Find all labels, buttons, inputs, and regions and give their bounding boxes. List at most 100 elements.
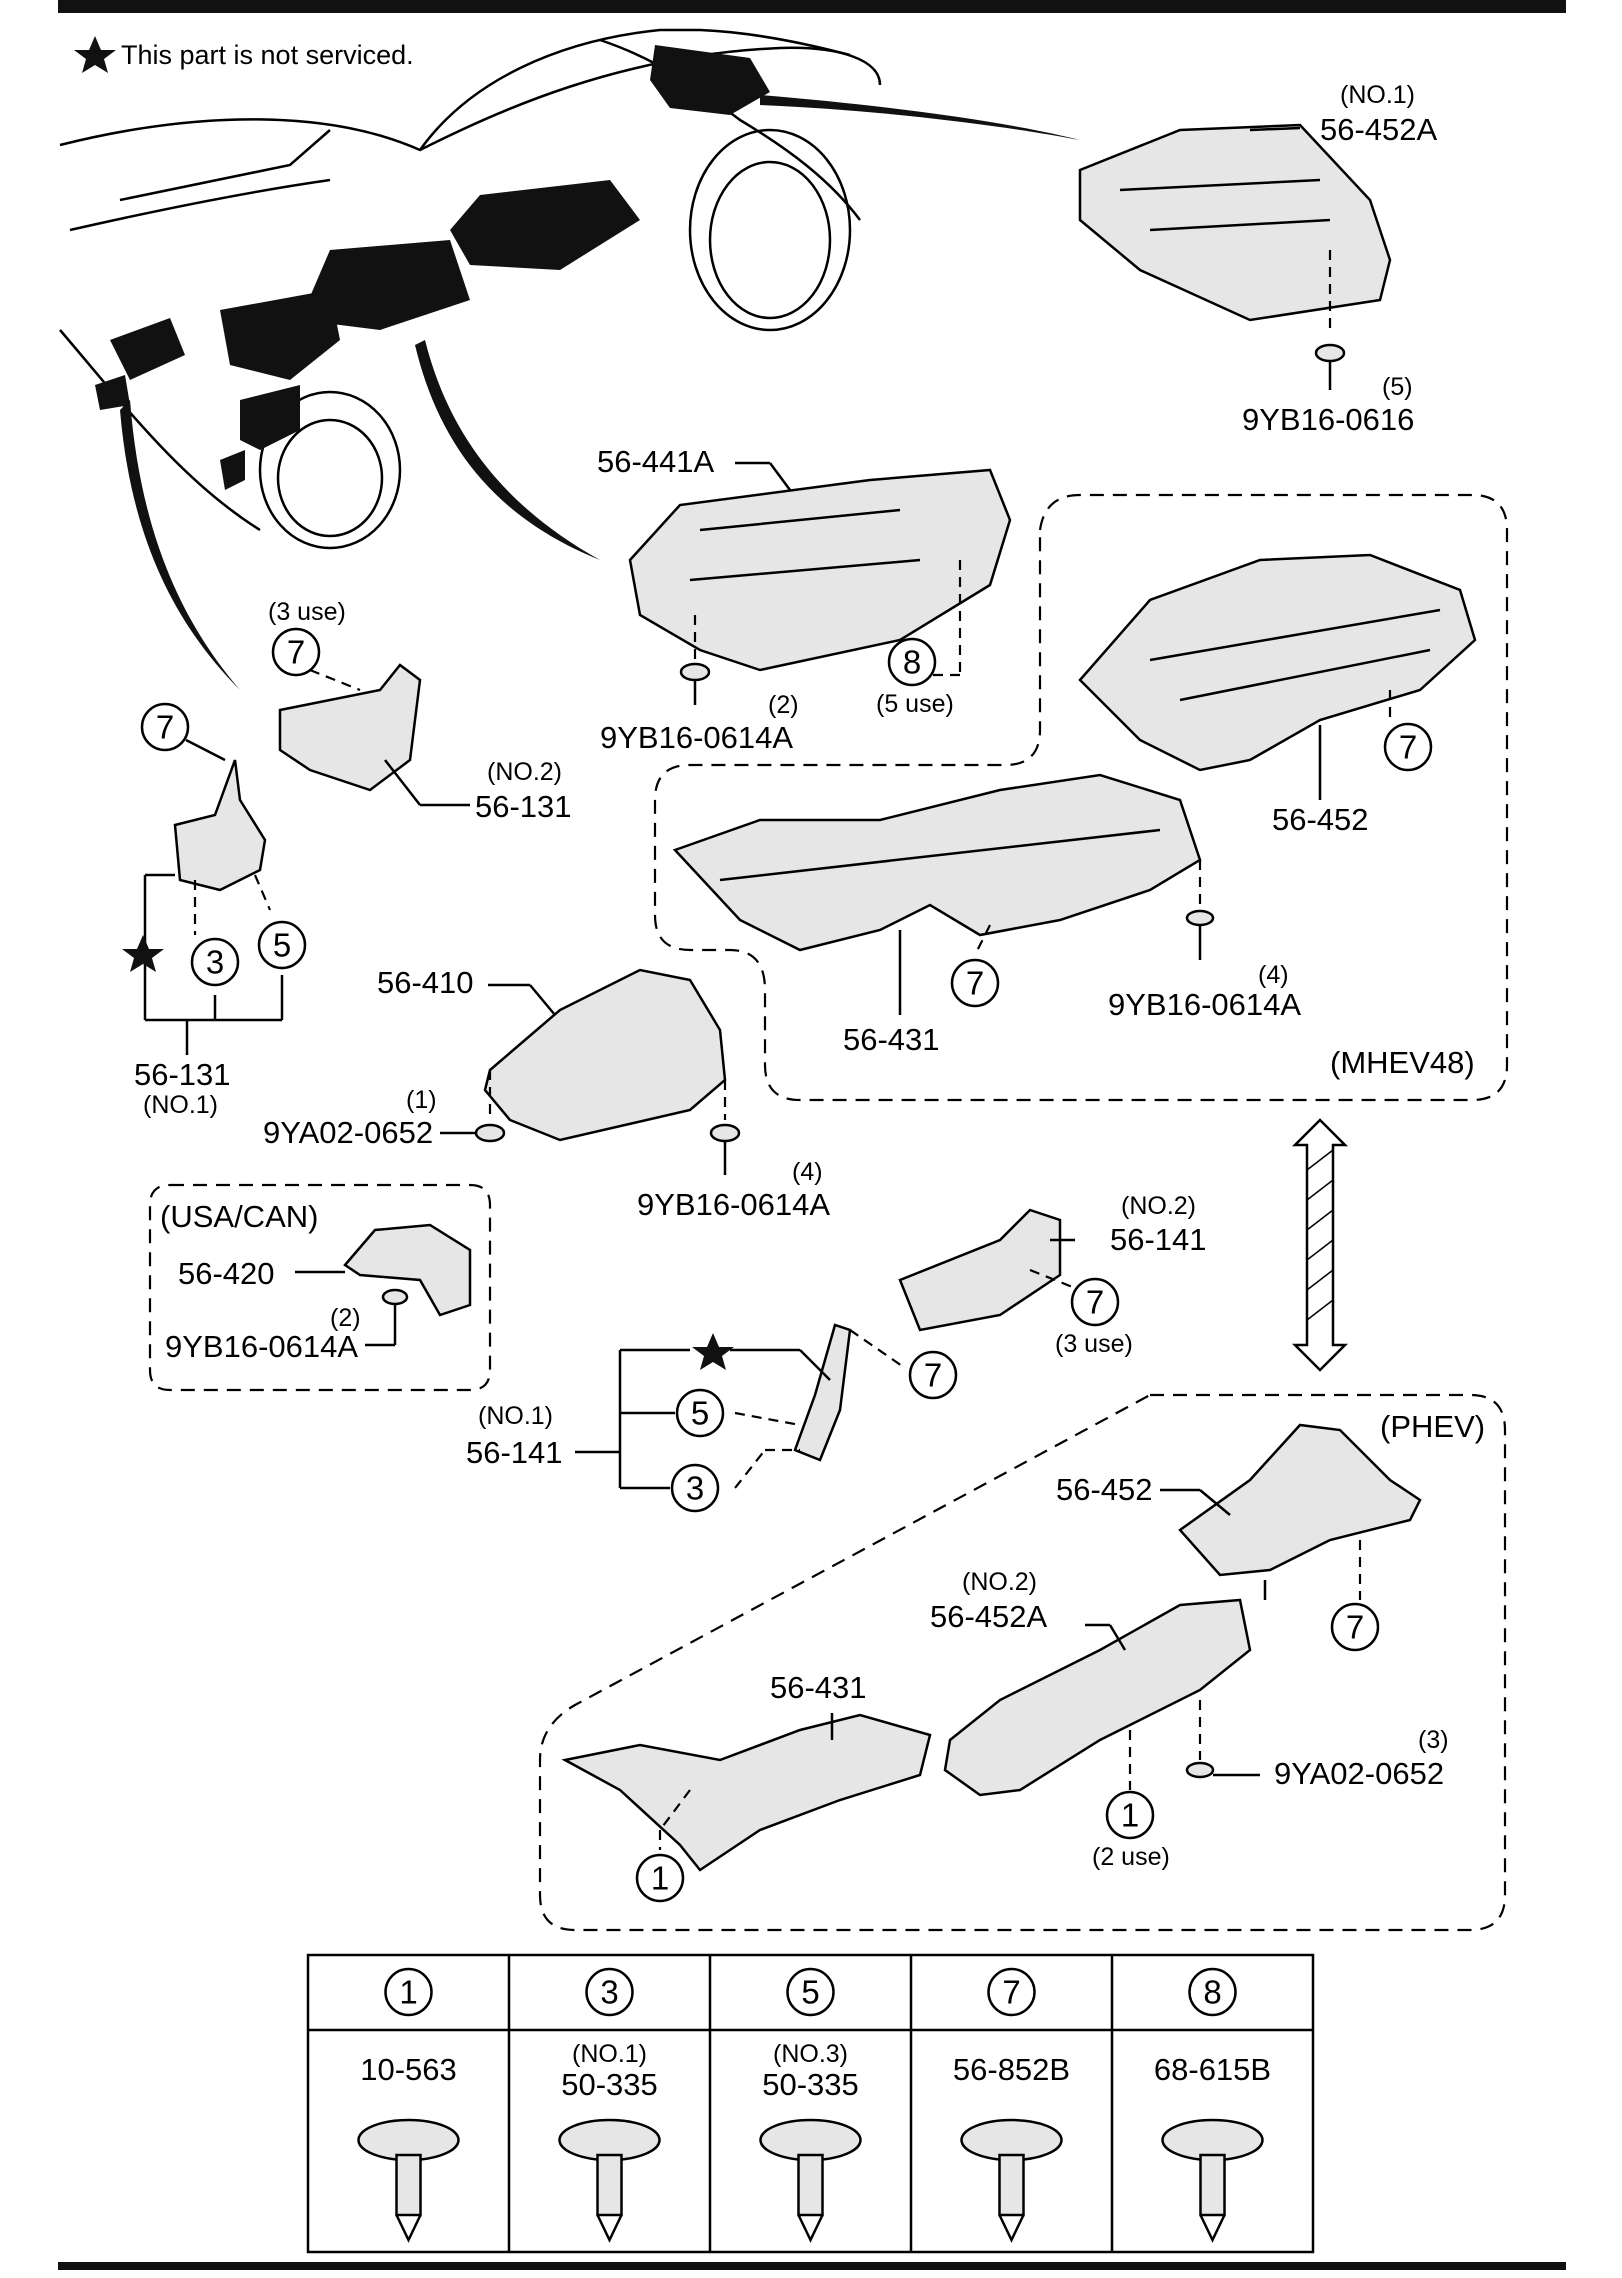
svg-text:5: 5 [691, 1395, 709, 1432]
callout-5: 5 [257, 920, 307, 970]
part-number: 56-410 [377, 965, 474, 1000]
qty-label: (4) [792, 1158, 823, 1186]
part-number: 9YB16-0614A [600, 720, 793, 755]
callout-3: 3 [670, 1463, 720, 1513]
bottom-rule [58, 2262, 1566, 2270]
part-number: 9YB16-0614A [1108, 987, 1301, 1022]
svg-text:7: 7 [156, 709, 174, 746]
part-56-452A-no1[interactable]: (NO.1) 56-452A (5) 9YB16-0616 [1078, 81, 1438, 437]
callout-number: 3 [600, 1974, 618, 2011]
svg-text:1: 1 [651, 1860, 669, 1897]
callout-8 [1188, 1967, 1237, 2017]
qty-label: (2) [330, 1304, 361, 1332]
callout-1: 1 [1105, 1790, 1155, 1840]
part-number: 56-431 [770, 1670, 867, 1705]
part-number: 56-441A [597, 444, 715, 479]
callout-5 [786, 1967, 835, 2017]
top-rule [58, 0, 1566, 13]
callout-7: 7 [1330, 1602, 1380, 1652]
fastener-part-number: 10-563 [360, 2052, 457, 2087]
qty-label: (3 use) [1055, 1330, 1133, 1358]
svg-text:3: 3 [686, 1470, 704, 1507]
part-number: 9YB16-0614A [637, 1187, 830, 1222]
svg-text:7: 7 [1086, 1284, 1104, 1321]
part-number: 56-431 [843, 1022, 940, 1057]
qty-label: (3) [1418, 1726, 1449, 1754]
part-number: 56-452 [1272, 802, 1369, 837]
part-number: 56-131 [134, 1057, 231, 1092]
no2-label: (NO.2) [1121, 1192, 1196, 1220]
part-number: 56-452 [1056, 1472, 1153, 1507]
part-number: 56-452A [1320, 112, 1438, 147]
callout-number: 5 [801, 1974, 819, 2011]
star-icon [74, 36, 116, 73]
fastener-icon [960, 2118, 1063, 2243]
part-56-141-no2[interactable]: (NO.2) 56-141 7 (3 use) [898, 1192, 1207, 1358]
fastener-icon [759, 2118, 862, 2243]
part-56-452-mhev[interactable]: 7 56-452 [1078, 553, 1477, 837]
callout-7: 7 [140, 702, 190, 752]
fastener-variant: (NO.1) [572, 2040, 647, 2068]
part-number: 9YA02-0652 [263, 1115, 433, 1150]
part-number: 56-131 [475, 789, 572, 824]
note-text: This part is not serviced. [121, 40, 414, 70]
region-label: (USA/CAN) [160, 1199, 318, 1234]
zone-phev: (PHEV) [538, 1393, 1507, 1932]
svg-text:3: 3 [206, 944, 224, 981]
svg-text:7: 7 [924, 1357, 942, 1394]
fastener-column-3: 3 (NO.1)50-335 [558, 1967, 661, 2243]
part-number: 56-420 [178, 1256, 275, 1291]
no2-label: (NO.2) [962, 1568, 1037, 1596]
region-label: (PHEV) [1380, 1409, 1485, 1444]
svg-text:5: 5 [273, 927, 291, 964]
not-serviced-note: This part is not serviced. [74, 36, 414, 73]
callout-7: 7 [1383, 722, 1433, 772]
fastener-icon [558, 2118, 661, 2243]
svg-text:7: 7 [287, 634, 305, 671]
fastener-icon [357, 2118, 460, 2243]
part-56-452A-phev[interactable]: 1 (2 use) (NO.2) 56-452A (3) 9YA02-0652 [930, 1568, 1449, 1871]
part-number: 56-452A [930, 1599, 1048, 1634]
fastener-part-number: 50-335 [561, 2067, 658, 2102]
zone-mhev48: (MHEV48) [653, 493, 1509, 1102]
svg-text:1: 1 [1121, 1797, 1139, 1834]
alternate-arrow [1291, 1118, 1349, 1372]
part-56-441A[interactable]: 56-441A (2) 9YB16-0614A (5 use) 8 [597, 444, 1012, 755]
qty-label: (1) [406, 1086, 437, 1114]
fastener-variant: (NO.3) [773, 2040, 848, 2068]
fastener-icon [1161, 2118, 1264, 2243]
part-56-410[interactable]: 56-410 (1) 9YA02-0652 (4) 9YB16-0614A [263, 965, 830, 1222]
callout-number: 8 [1203, 1974, 1221, 2011]
region-label: (MHEV48) [1330, 1045, 1475, 1080]
callout-number: 1 [399, 1974, 417, 2011]
callout-8: 8 [887, 637, 937, 687]
qty-label: (5 use) [876, 690, 954, 718]
fastener-column-1: 1 10-563 [357, 1967, 460, 2243]
star-icon [122, 935, 164, 972]
callout-5: 5 [675, 1388, 725, 1438]
qty-label: (2 use) [1092, 1843, 1170, 1871]
part-56-131-no2[interactable]: (3 use) 7 (NO.2) 56-131 [268, 598, 572, 824]
qty-label: (3 use) [268, 598, 346, 626]
part-56-141-no1[interactable]: 7 5 3 (NO.1) 56-141 [466, 1323, 958, 1513]
fastener-part-number: 68-615B [1154, 2052, 1271, 2087]
callout-7: 7 [1070, 1277, 1120, 1327]
svg-text:7: 7 [966, 965, 984, 1002]
part-56-452-phev[interactable]: 7 56-452 [1056, 1423, 1422, 1652]
no1-label: (NO.1) [478, 1402, 553, 1430]
callout-3: 3 [190, 937, 240, 987]
part-56-431-phev[interactable]: 1 56-431 [561, 1670, 932, 1903]
part-56-131-no1[interactable]: 7 3 5 56-131 (NO.1) [122, 702, 307, 1119]
callout-7: 7 [950, 958, 1000, 1008]
callout-1: 1 [635, 1853, 685, 1903]
svg-text:7: 7 [1399, 729, 1417, 766]
qty-label: (4) [1258, 961, 1289, 989]
part-number: 9YB16-0614A [165, 1329, 358, 1364]
part-56-431-mhev[interactable]: 7 56-431 (4) 9YB16-0614A [672, 773, 1301, 1057]
part-number: 9YB16-0616 [1242, 402, 1414, 437]
fastener-part-number: 56-852B [953, 2052, 1070, 2087]
part-number: 9YA02-0652 [1274, 1756, 1444, 1791]
callout-7: 7 [271, 627, 321, 677]
part-number: 56-141 [466, 1435, 563, 1470]
